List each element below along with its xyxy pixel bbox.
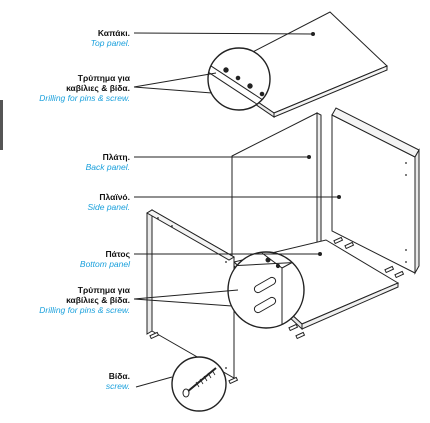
label-side-panel: Πλαϊνό. Side panel. xyxy=(87,192,130,212)
dowel-pins xyxy=(288,236,405,340)
label-drilling-bottom-english: Drilling for pins & screw. xyxy=(39,305,130,315)
label-back-panel: Πλάτη. Back panel. xyxy=(86,152,130,172)
floor-dowels xyxy=(149,331,239,385)
drilling-detail-magnifier-bottom xyxy=(227,251,305,329)
label-bottom-panel-english: Bottom panel xyxy=(79,259,130,269)
label-drilling-bottom-greek-1: Τρύπημα για xyxy=(77,285,130,295)
leader-lines xyxy=(133,32,338,388)
label-drilling-top-greek-1: Τρύπημα για xyxy=(77,73,130,83)
label-top-panel-english: Top panel. xyxy=(90,38,130,48)
label-side-panel-english: Side panel. xyxy=(87,202,130,212)
side-panel-dot xyxy=(337,195,341,199)
label-side-panel-greek: Πλαϊνό. xyxy=(99,192,130,202)
top-panel-dot xyxy=(311,32,315,36)
back-panel-dot xyxy=(307,155,311,159)
label-screw: Βίδα. screw. xyxy=(106,371,130,391)
label-screw-english: screw. xyxy=(105,381,130,391)
label-back-panel-english: Back panel. xyxy=(85,162,130,172)
label-bottom-panel: Πάτος Bottom panel xyxy=(80,249,130,269)
label-back-panel-greek: Πλάτη. xyxy=(102,152,130,162)
label-top-panel: Καπάκι. Top panel. xyxy=(91,28,130,48)
label-drilling-bottom: Τρύπημα για καβίλιες & βίδα. Drilling fo… xyxy=(39,285,130,315)
label-drilling-bottom-greek-2: καβίλιες & βίδα. xyxy=(66,295,130,305)
right-side-panel xyxy=(331,107,420,275)
screw-detail-magnifier xyxy=(171,356,227,412)
side-panel-holes xyxy=(405,162,407,263)
left-edge-bar xyxy=(0,100,3,150)
label-screw-greek: Βίδα. xyxy=(108,371,130,381)
label-drilling-top-english: Drilling for pins & screw. xyxy=(39,93,130,103)
label-top-panel-greek: Καπάκι. xyxy=(97,28,130,38)
label-drilling-top: Τρύπημα για καβίλιες & βίδα. Drilling fo… xyxy=(39,73,130,103)
label-bottom-panel-greek: Πάτος xyxy=(105,249,130,259)
label-drilling-top-greek-2: καβίλιες & βίδα. xyxy=(66,83,130,93)
bottom-panel-dot xyxy=(318,252,322,256)
left-panel-holes xyxy=(157,217,227,369)
